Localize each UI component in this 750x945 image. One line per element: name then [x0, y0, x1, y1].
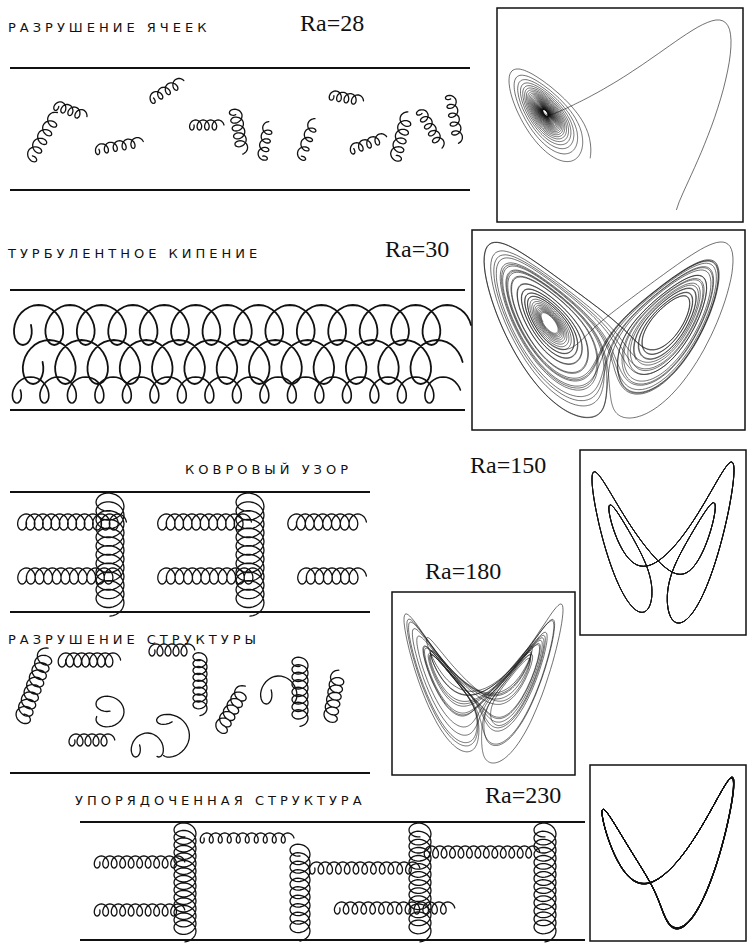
- boundary-line: [10, 611, 370, 613]
- regime-title: РАЗРУШЕНИЕ СТРУКТУРЫ: [8, 632, 260, 647]
- convection-roll: [96, 493, 124, 616]
- convection-roll: [12, 377, 460, 403]
- boundary-line: [10, 772, 370, 774]
- convection-roll: [236, 493, 264, 616]
- convection-roll: [96, 138, 144, 155]
- rayleigh-number: Ra=230: [485, 782, 561, 809]
- convection-rolls: [12, 79, 556, 942]
- convection-roll: [28, 112, 58, 162]
- convection-roll: [16, 648, 52, 724]
- phase-portraits: [392, 8, 746, 941]
- boundary-line: [80, 821, 585, 823]
- convection-roll: [190, 120, 224, 130]
- convection-roll: [424, 846, 540, 858]
- convection-roll: [417, 110, 445, 148]
- convection-roll: [216, 686, 246, 734]
- boundary-line: [10, 289, 465, 291]
- convection-roll: [446, 96, 463, 144]
- boundary-line: [10, 409, 465, 411]
- convection-roll: [69, 734, 115, 746]
- rayleigh-number: Ra=30: [385, 236, 449, 263]
- regime-title: РАЗРУШЕНИЕ ЯЧЕЕК: [8, 20, 210, 35]
- portrait-frame: [392, 592, 575, 775]
- convection-roll: [58, 653, 120, 667]
- boundary-line: [80, 939, 585, 941]
- boundary-line: [10, 491, 370, 493]
- phase-trajectory: [602, 777, 734, 929]
- convection-roll: [409, 823, 431, 942]
- convection-roll: [334, 902, 454, 914]
- convection-roll: [329, 91, 363, 104]
- rayleigh-number: Ra=28: [300, 10, 364, 37]
- convection-roll: [94, 856, 185, 868]
- convection-roll: [157, 714, 190, 757]
- convection-roll: [534, 823, 556, 942]
- boundary-line: [10, 189, 470, 191]
- convection-roll: [292, 657, 308, 726]
- rayleigh-number: Ra=180: [425, 558, 501, 585]
- convection-roll: [258, 122, 272, 161]
- portrait-frame: [590, 765, 746, 941]
- regime-title: УПОРЯДОЧЕННАЯ СТРУКТУРА: [75, 793, 366, 808]
- convection-roll: [350, 134, 386, 154]
- convection-roll: [131, 733, 163, 757]
- convection-roll: [309, 862, 419, 874]
- boundary-line: [10, 67, 470, 69]
- convection-roll: [229, 109, 247, 154]
- convection-roll: [200, 833, 294, 843]
- rayleigh-number: Ra=150: [470, 452, 546, 479]
- phase-trajectory: [509, 20, 731, 210]
- convection-roll: [94, 904, 185, 916]
- regime-title: ТУРБУЛЕНТНОЕ КИПЕНИЕ: [8, 246, 261, 261]
- convection-roll: [150, 79, 184, 104]
- convection-roll: [14, 305, 471, 345]
- convection-roll: [288, 514, 367, 530]
- portrait-frame: [497, 8, 743, 222]
- phase-trajectory: [592, 462, 734, 623]
- convection-roll: [96, 696, 124, 727]
- convection-roll: [391, 112, 411, 161]
- portrait-frame: [472, 230, 745, 430]
- convection-roll: [298, 568, 367, 584]
- phase-trajectory: [484, 242, 733, 418]
- regime-title: КОВРОВЫЙ УЗОР: [185, 462, 352, 477]
- layer-boundaries: [10, 68, 585, 940]
- convection-roll: [54, 102, 87, 118]
- convection-roll: [193, 653, 207, 716]
- convection-roll: [324, 670, 344, 722]
- convection-roll: [298, 119, 316, 161]
- portrait-frame: [580, 450, 746, 635]
- phase-trajectory: [404, 604, 563, 763]
- convection-roll: [290, 844, 310, 941]
- convection-roll: [174, 823, 196, 942]
